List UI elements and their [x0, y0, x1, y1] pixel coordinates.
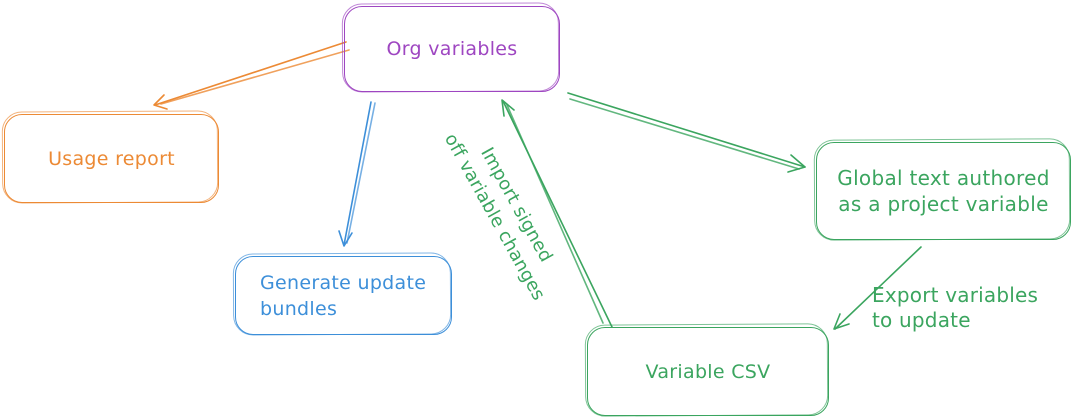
arrow-org-to-generate-bundles [338, 101, 376, 247]
arrow-global-text-to-variable-csv [833, 246, 922, 330]
edge-label-export-line2: to update [872, 308, 971, 332]
edge-label-export-line1: Export variables [872, 283, 1039, 307]
node-org-variables: Org variables [344, 6, 560, 92]
arrow-org-to-usage-report [153, 41, 350, 110]
node-variable-csv: Variable CSV [587, 327, 829, 416]
node-generate-update-bundles: Generate update bundles [235, 256, 452, 335]
edge-label-export-variables: Export variables to update [872, 283, 1038, 333]
node-global-text-authored: Global text authored as a project variab… [816, 142, 1071, 240]
node-global-text-line1: Global text authored [837, 166, 1050, 190]
node-variable-csv-label: Variable CSV [645, 360, 771, 383]
node-generate-update-bundles-line1: Generate update [260, 271, 427, 294]
arrow-org-to-global-text [567, 92, 806, 173]
arrow-variable-csv-to-org [501, 99, 613, 328]
node-generate-update-bundles-line2: bundles [260, 297, 338, 320]
node-global-text-line2: as a project variable [838, 192, 1049, 216]
node-org-variables-label: Org variables [386, 38, 518, 60]
node-usage-report: Usage report [4, 114, 219, 203]
node-usage-report-label: Usage report [48, 147, 175, 170]
